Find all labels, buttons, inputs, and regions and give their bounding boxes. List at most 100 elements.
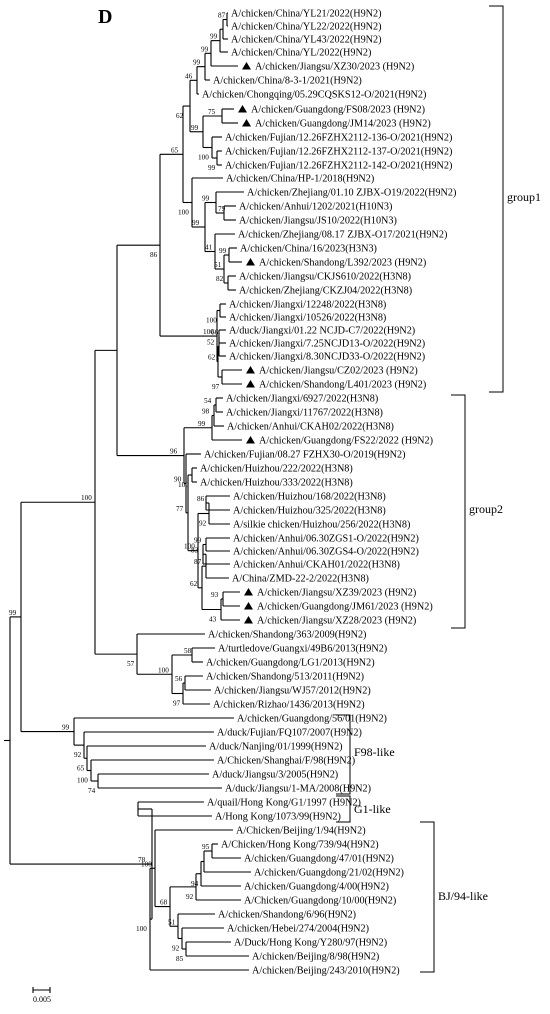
tip-label: A/chicken/Guangdong/FS08/2023 (H9N2) [251,105,425,116]
group-label: group2 [469,502,503,516]
bootstrap-label: 46 [185,72,193,80]
tip-label: A/duck/Fujian/FQ107/2007(H9N2) [217,728,362,739]
triangle-marker-icon [246,380,255,388]
tip-label: A/chicken/Shandong/363/2009(H9N2) [208,630,366,641]
tip-label: A/chicken/China/YL43/2022(H9N2) [231,35,382,46]
bootstrap-label: 82 [216,275,224,283]
tip-label: A/Chicken/Beijing/1/94(H9N2) [236,826,366,837]
group-label: G1-like [354,802,391,816]
tip-label: A/chicken/Guangdong/JM61/2023 (H9N2) [257,602,433,613]
tip-label: A/chicken/Jiangxi/7.25NCJD13-O/2022(H9N2… [229,339,425,350]
bootstrap-label: 98 [202,408,210,416]
tip-label: A/chicken/Zhejiang/01.10 ZJBX-O19/2022(H… [247,188,456,199]
tip-label: A/chicken/Jiangsu/CZ02/2023 (H9N2) [259,366,418,377]
tip-label: A/silkie chicken/Huizhou/256/2022(H3N8) [233,520,410,531]
bootstrap-label: 41 [205,244,213,252]
bootstrap-label: 87 [218,12,226,20]
bootstrap-label: 95 [202,843,210,851]
tip-label: A/chicken/Jiangxi/11767/2022(H3N8) [226,408,383,419]
tip-label: A/chicken/Beijing/8/98(H9N2) [252,952,379,963]
tip-label: A/chicken/Huizhou/325/2022(H3N8) [233,506,386,517]
bootstrap-label: 100 [184,543,195,551]
tip-label: A/Duck/Hong Kong/Y280/97(H9N2) [234,938,387,949]
bootstrap-label: 54 [204,397,212,405]
tip-label: A/chicken/Anhui/CKAH01/2022(H3N8) [233,560,400,571]
tip-label: A/duck/Jiangxi/01.22 NCJD-C7/2022(H9N2) [229,326,415,337]
bootstrap-label: 77 [176,505,184,513]
tip-label: A/chicken/Guangdong/LG1/2013(H9N2) [206,658,375,669]
group-label: BJ/94-like [438,889,488,903]
triangle-marker-icon [244,588,253,596]
bootstrap-label: 43 [209,616,217,624]
tip-label: A/chicken/China/YL/2022(H9N2) [231,48,371,59]
bootstrap-label: 56 [175,675,183,683]
tip-label: A/chicken/Shandong/L392/2023 (H9N2) [259,258,426,269]
bootstrap-label: 62 [176,112,184,120]
bootstrap-label: 99 [201,45,209,53]
bootstrap-label: 99 [219,247,227,255]
bootstrap-label: 83 [191,546,199,554]
clade-bracket [336,795,351,823]
tree-branches [4,12,251,971]
bootstrap-label: 86 [197,495,205,503]
tip-label: A/quail/Hong Kong/G1/1997 (H9N2) [207,798,361,809]
bootstrap-label: 99 [193,59,201,67]
tip-label: A/Chicken/Shanghai/F/98(H9N2) [217,756,355,767]
tip-label: A/chicken/Anhui/06.30ZGS4-O/2022(H9N2) [233,547,419,558]
tip-label: A/chicken/Jiangsu/XZ28/2023 (H9N2) [257,616,416,627]
bootstrap-label: 100 [178,481,189,489]
triangle-marker-icon [242,119,251,127]
bootstrap-label: 99 [191,124,199,132]
tip-label: A/chicken/Jiangxi/10526/2022(H3N8) [229,313,386,324]
tip-label: A/duck/Jiangsu/3/2005(H9N2) [212,770,338,781]
bootstrap-label: 99 [9,609,17,617]
tip-label: A/chicken/Guangdong/4/00(H9N2) [244,882,389,893]
bootstrap-label: 86 [150,251,158,259]
bootstrap-label: 78 [138,856,146,864]
bootstrap-label: 85 [176,955,184,963]
tip-label: A/chicken/Shandong/513/2011(H9N2) [206,672,364,683]
tip-label: A/chicken/China/YL22/2022(H9N2) [231,22,382,33]
triangle-marker-icon [244,602,253,610]
bootstrap-label: 99 [194,537,202,545]
tip-label: A/chicken/Fujian/12.26FZHX2112-136-O/202… [225,133,452,144]
triangle-marker-icon [242,62,251,70]
tip-label: A/chicken/Beijing/243/2010(H9N2) [252,966,400,977]
bootstrap-label: 51 [168,918,176,926]
tip-label: A/chicken/Jiangxi/8.30NCJD33-O/2022(H9N2… [229,352,425,363]
tip-label: A/chicken/Jiangxi/12248/2022(H3N8) [229,300,386,311]
group-label: F98-like [354,745,395,759]
group-label: group1 [507,190,541,204]
bootstrap-label: 93 [211,591,219,599]
tip-label: A/chicken/Fujian/08.27 FZHX30-O/2019(H9N… [204,450,405,461]
bootstrap-label: 79 [218,205,226,213]
bootstrap-label: 51 [214,261,222,269]
bootstrap-label: 92 [172,945,180,953]
clade-brackets [336,5,504,973]
triangle-marker-icon [244,616,253,624]
tip-label: A/chicken/Jiangsu/JS10/2022(H10N3) [239,216,397,227]
bootstrap-label: 99 [198,420,206,428]
bootstrap-label: 90 [174,475,182,483]
bootstrap-label: 100 [136,925,147,933]
tip-label: A/Chicken/Guangdong/10/00(H9N2) [244,896,396,907]
tip-label: A/duck/Nanjing/01/1999(H9N2) [209,742,343,753]
bootstrap-label: 99 [208,164,216,172]
clade-bracket [489,5,504,393]
tip-label: A/chicken/Chongqing/05.29CQSKS12-O/2021(… [202,90,426,101]
tip-label: A/chicken/Zhejiang/08.17 ZJBX-O17/2021(H… [238,230,447,241]
bootstrap-label: 65 [77,764,85,772]
tip-label: A/chicken/Anhui/06.30ZGS1-O/2022(H9N2) [233,534,419,545]
bootstrap-label: 100 [178,209,189,217]
tip-label: A/chicken/Huizhou/168/2022(H3N8) [233,492,386,503]
bootstrap-label: 100 [141,860,152,868]
bootstrap-label: 66 [211,329,219,337]
bootstrap-label: 99 [62,724,70,732]
tip-label: A/chicken/Guangdong/FS22/2022 (H9N2) [259,436,433,447]
clade-bracket [336,714,351,795]
bootstrap-label: 68 [160,899,168,907]
tip-label: A/turtledove/Guangxi/49B6/2013(H9N2) [218,644,387,655]
bootstrap-label: 97 [173,700,181,708]
